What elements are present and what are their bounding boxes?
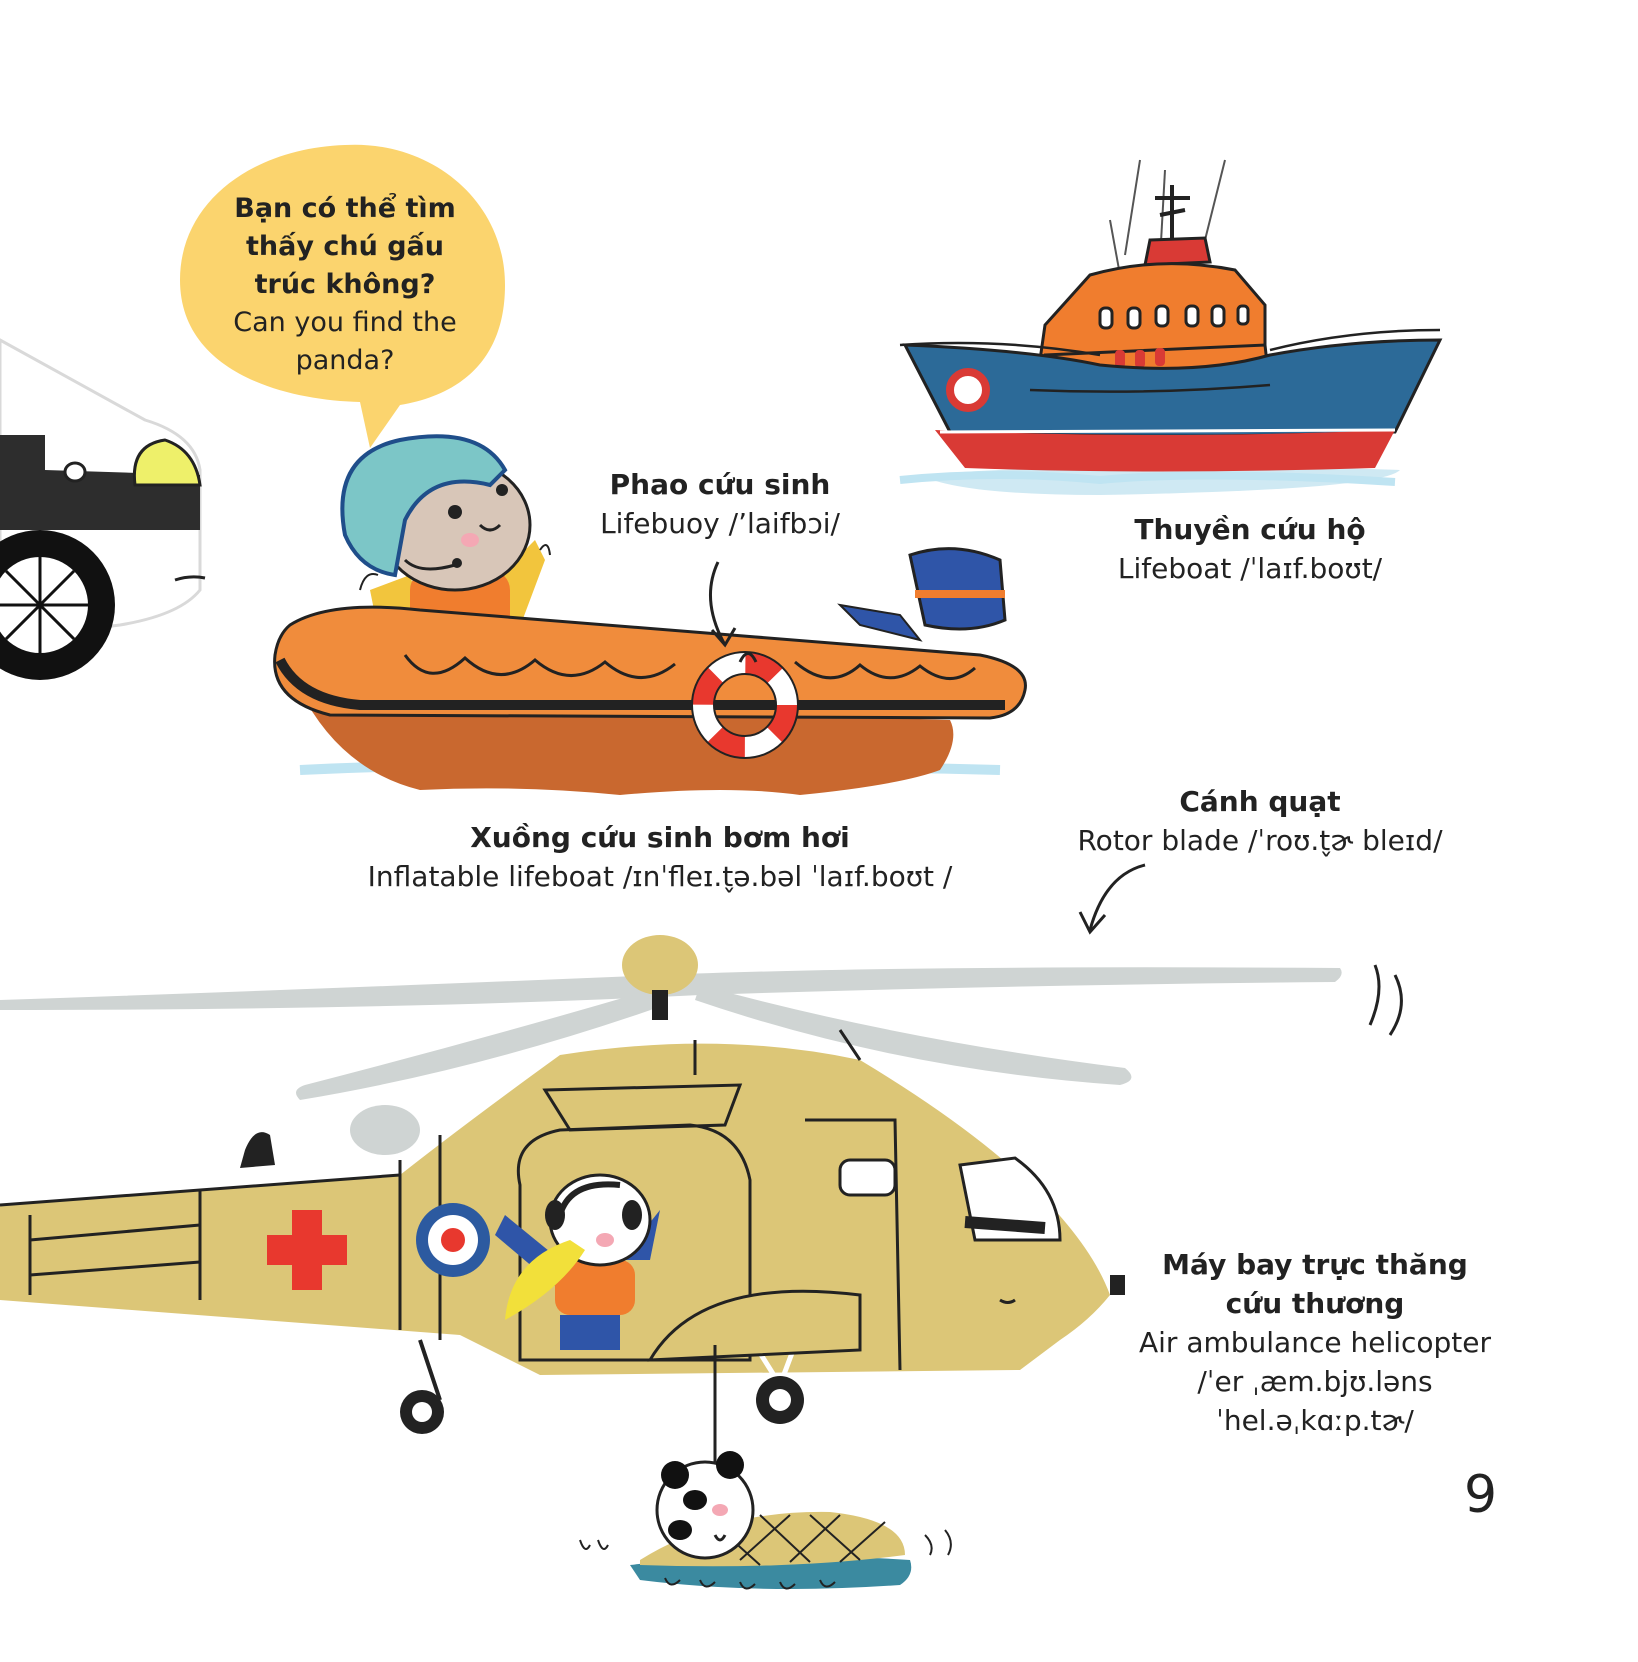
bubble-question-vi-3: trúc không? (254, 269, 436, 300)
label-helicopter-en-2: /ˈer ˌæm.bjʊ.ləns (1197, 1365, 1433, 1398)
page-number: 9 (1464, 1465, 1498, 1525)
speech-bubble-text: Bạn có thể tìm thấy chú gấu trúc không? … (200, 190, 490, 380)
car-illustration (0, 338, 206, 680)
label-rotor-vi: Cánh quạt (1179, 785, 1341, 818)
bubble-question-vi-2: thấy chú gấu (246, 231, 444, 262)
red-cross-icon (267, 1210, 347, 1290)
label-inflatable-en: Inflatable lifeboat /ɪnˈfleɪ.t̬ə.bəl ˈla… (367, 860, 953, 893)
panda-in-stretcher (579, 1451, 952, 1590)
bubble-question-vi-1: Bạn có thể tìm (234, 193, 456, 224)
bubble-question-en-2: panda? (295, 345, 395, 376)
bubble-question-en-1: Can you find the (233, 307, 457, 338)
lifebuoy-illustration (691, 651, 799, 759)
label-helicopter: Máy bay trực thăng cứu thương Air ambula… (1130, 1245, 1500, 1440)
label-helicopter-vi-2: cứu thương (1225, 1287, 1405, 1320)
speech-bubble (180, 144, 505, 448)
label-inflatable-vi: Xuồng cứu sinh bơm hơi (470, 821, 850, 854)
inflatable-boat-illustration (273, 434, 1027, 795)
lifebuoy-arrow (708, 561, 737, 648)
rotor-arrow (1078, 863, 1146, 935)
label-lifebuoy-vi: Phao cứu sinh (609, 468, 831, 501)
rescuer-character (495, 1173, 660, 1350)
label-lifeboat-en: Lifeboat /ˈlaɪf.boʊt/ (1117, 552, 1383, 585)
label-lifebuoy: Phao cứu sinh Lifebuoy /’laifbɔi/ (560, 465, 880, 543)
label-lifeboat-vi: Thuyền cứu hộ (1134, 513, 1366, 546)
helicopter-illustration (0, 935, 1403, 1470)
label-helicopter-en-3: ˈhel.əˌkɑːp.tɚ/ (1216, 1404, 1414, 1437)
label-helicopter-en-1: Air ambulance helicopter (1138, 1326, 1492, 1359)
label-lifeboat: Thuyền cứu hộ Lifeboat /ˈlaɪf.boʊt/ (1070, 510, 1430, 588)
label-helicopter-vi-1: Máy bay trực thăng (1162, 1248, 1468, 1281)
lifeboat-illustration (899, 159, 1443, 495)
label-rotor-en: Rotor blade /ˈroʊ.t̬ɚ bleɪd/ (1077, 824, 1443, 857)
label-lifebuoy-en: Lifebuoy /’laifbɔi/ (600, 507, 840, 540)
label-rotor-blade: Cánh quạt Rotor blade /ˈroʊ.t̬ɚ bleɪd/ (1060, 782, 1460, 860)
label-inflatable-lifeboat: Xuồng cứu sinh bơm hơi Inflatable lifebo… (330, 818, 990, 896)
